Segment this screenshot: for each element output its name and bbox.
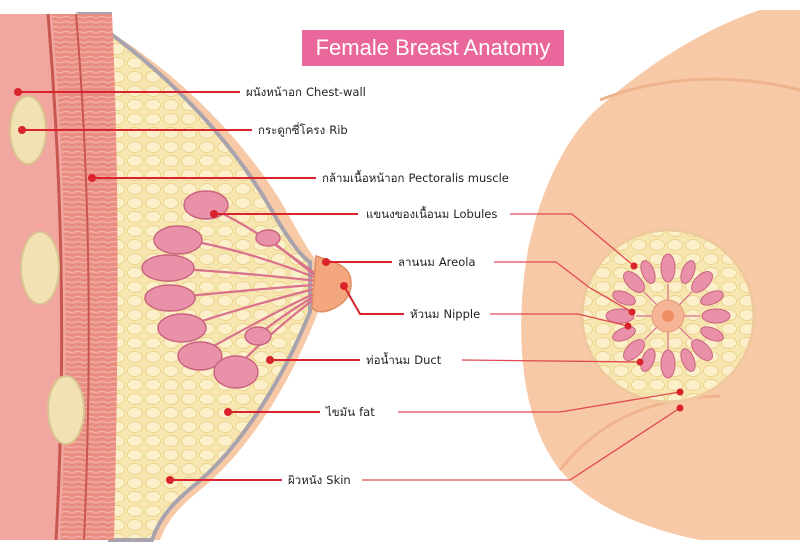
leader-dots — [14, 88, 684, 484]
nipple-front — [662, 310, 674, 322]
nipple-cross-section — [311, 254, 352, 313]
fat-tissue — [75, 12, 312, 542]
rib — [47, 375, 85, 445]
lobules-cross-section — [141, 190, 281, 389]
leader-lines — [18, 91, 404, 481]
lobules-front-view — [605, 253, 731, 379]
rib — [20, 231, 60, 305]
diagram-title: Female Breast Anatomy — [302, 30, 564, 66]
leader-lines-front — [362, 213, 681, 481]
